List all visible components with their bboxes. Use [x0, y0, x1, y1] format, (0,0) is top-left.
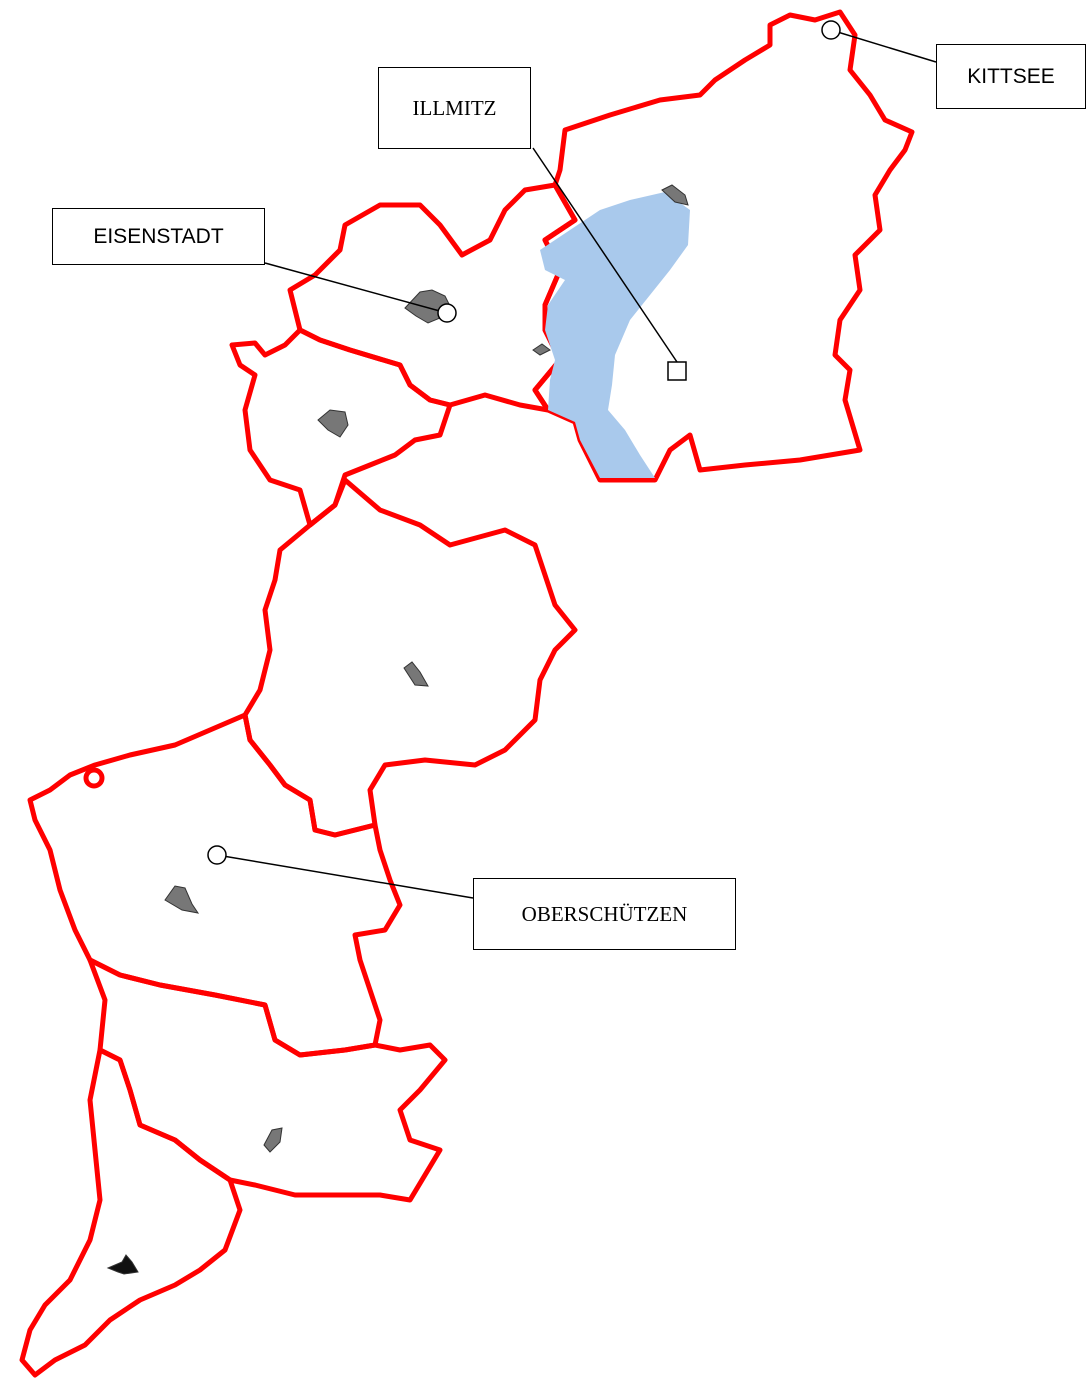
markers [207, 20, 841, 865]
oberschuetzen-label: OBERSCHÜTZEN [473, 878, 736, 950]
leader-line-oberschuetzen [216, 854, 474, 899]
district-neusiedl [532, 9, 915, 483]
eisenstadt-marker-circle [437, 303, 457, 323]
settlement-icon [661, 184, 689, 206]
oberschuetzen-marker-circle [207, 845, 227, 865]
lake-neusiedl [540, 192, 690, 478]
settlement-icon [164, 885, 200, 914]
leader-lines [216, 29, 937, 899]
settlement-icon [317, 409, 349, 438]
settlement-icon [403, 661, 429, 687]
leader-line-eisenstadt [264, 262, 448, 314]
district-oberpullendorf [242, 477, 578, 838]
district-boundaries [19, 9, 915, 1378]
illmitz-marker-square [667, 361, 687, 381]
settlement-icon [106, 1254, 139, 1275]
leader-line-illmitz [532, 147, 678, 363]
leader-line-kittsee [830, 29, 937, 63]
kittsee-marker-circle [821, 20, 841, 40]
district-oberwart [27, 712, 403, 1058]
settlement-icon [263, 1127, 283, 1153]
illmitz-label: ILLMITZ [378, 67, 531, 149]
settlement-icon [532, 343, 551, 356]
district-enclave [83, 767, 105, 789]
district-guessing [87, 957, 448, 1203]
kittsee-label: KITTSEE [936, 44, 1086, 109]
eisenstadt-label: EISENSTADT [52, 208, 265, 265]
district-jennersdorf [19, 1047, 243, 1378]
